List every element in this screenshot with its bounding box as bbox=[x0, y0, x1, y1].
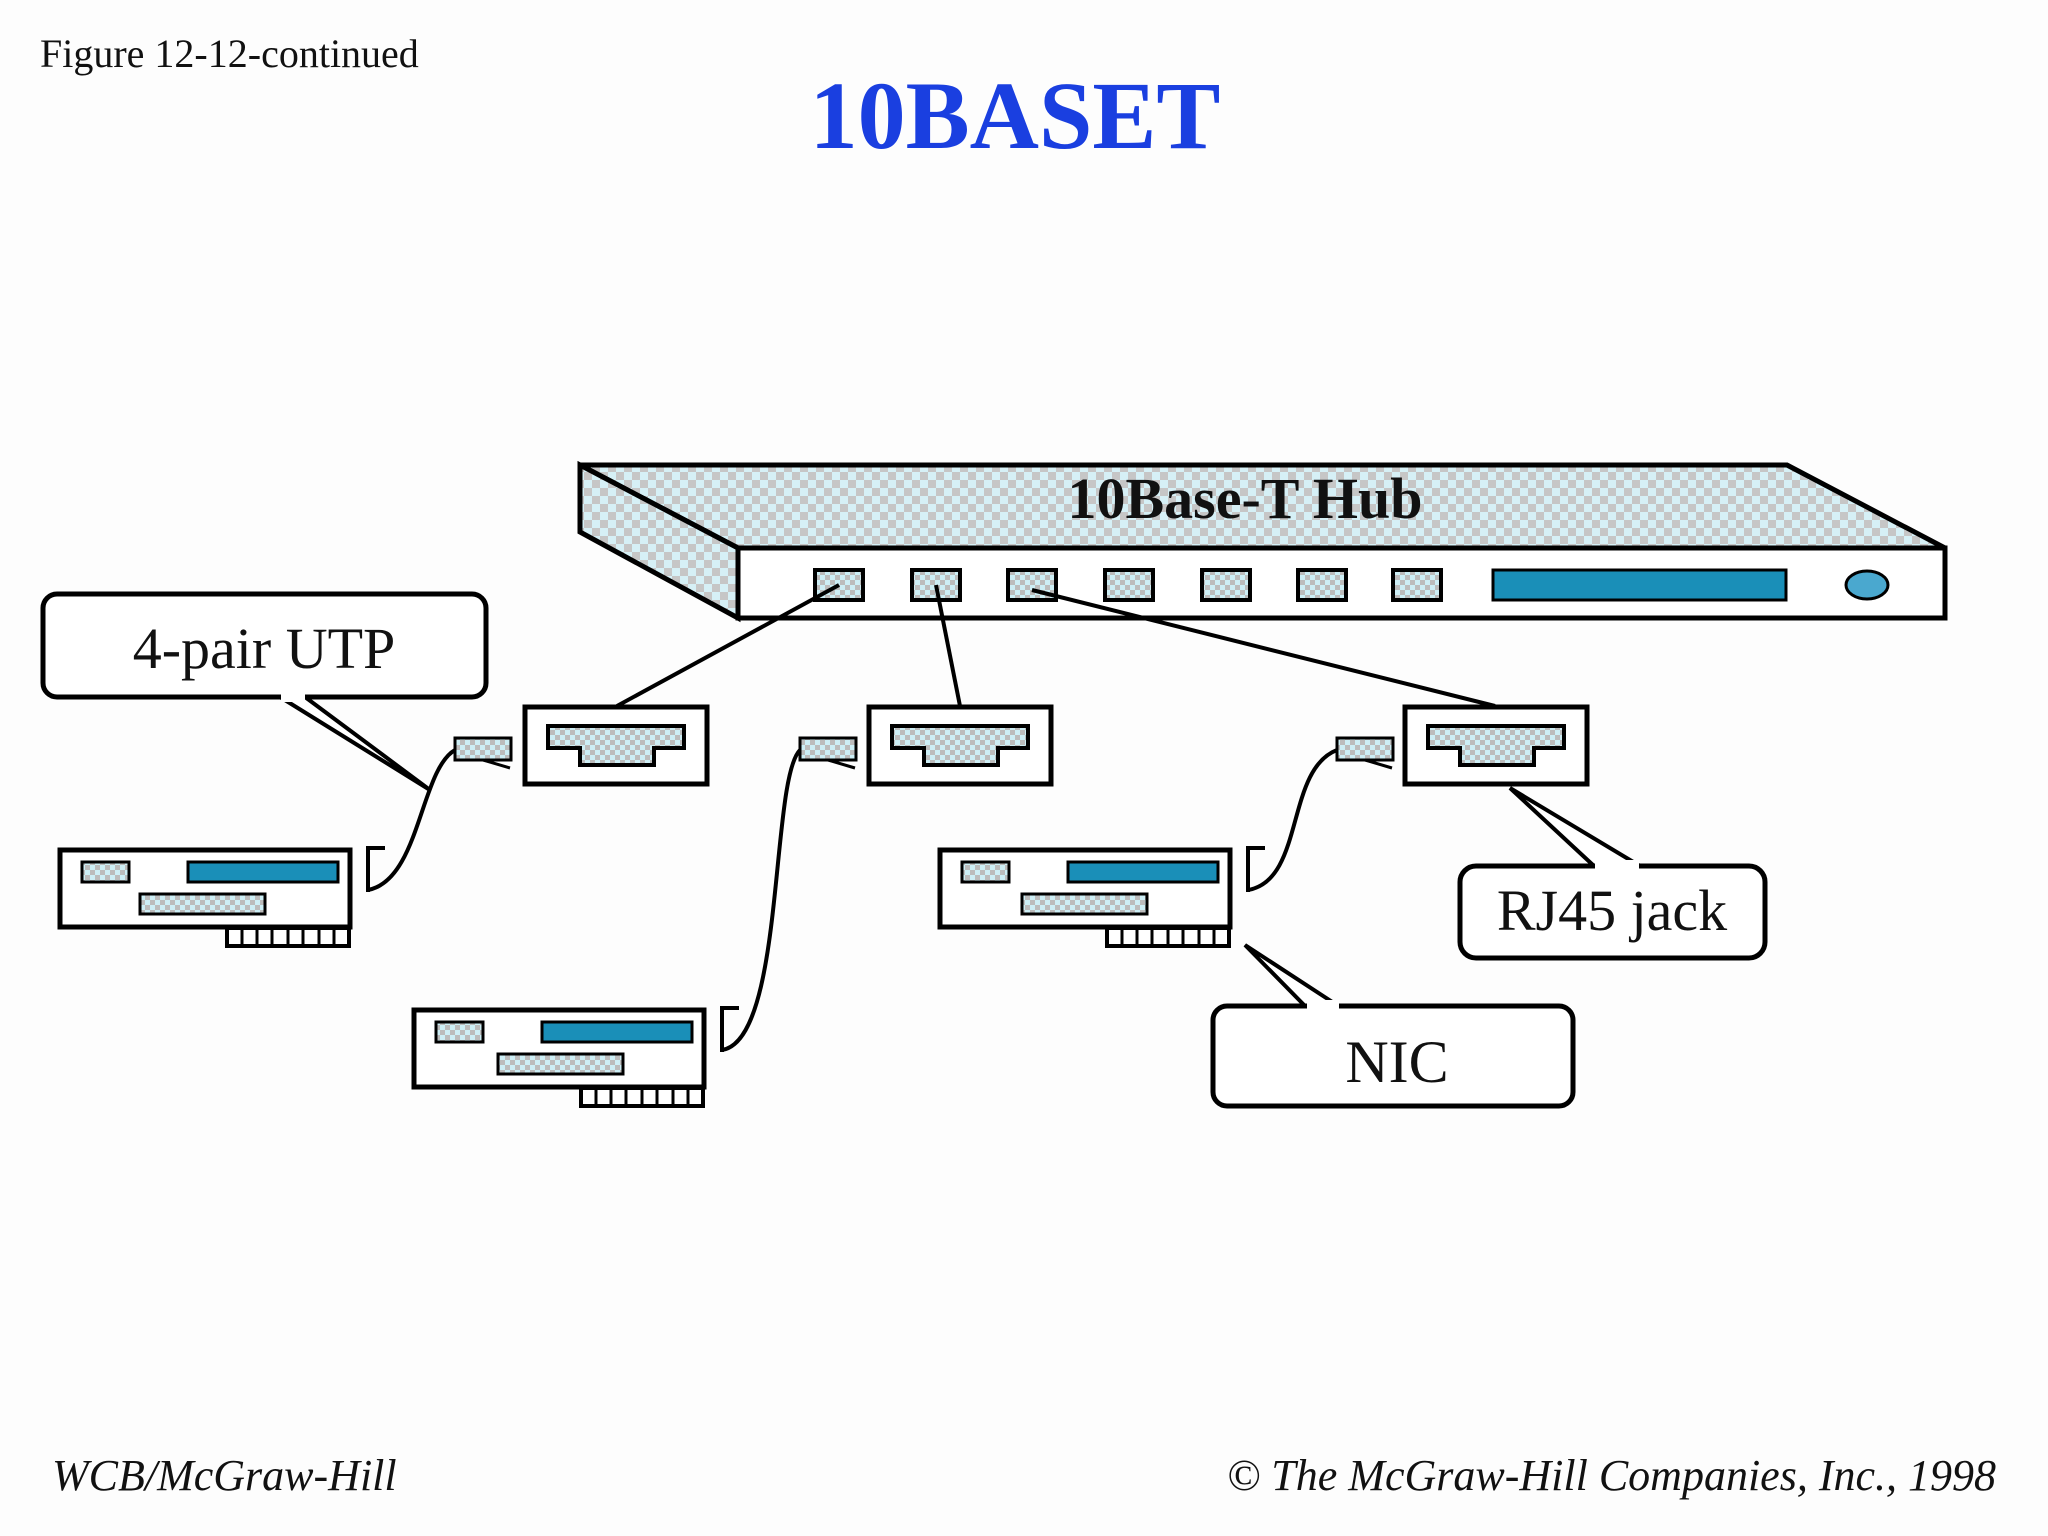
figure-caption: Figure 12-12-continued bbox=[40, 31, 419, 76]
rj45-jack-1 bbox=[522, 704, 710, 787]
nic-card-2 bbox=[411, 1006, 739, 1108]
patch-cables bbox=[367, 748, 1338, 1052]
hub: 10Base-T Hub bbox=[577, 460, 1948, 623]
cable-hub-jack-3 bbox=[1031, 588, 1496, 708]
rj45-jack-2 bbox=[866, 704, 1054, 787]
nic-card-3 bbox=[937, 846, 1265, 948]
cable-nic-1 bbox=[367, 748, 457, 892]
hub-led-bar bbox=[1491, 568, 1788, 602]
slide-title: 10BASET bbox=[809, 62, 1221, 169]
cable-hub-jack-2 bbox=[934, 584, 962, 707]
cable-hub-jack-1 bbox=[616, 583, 840, 708]
callout-rj45: RJ45 jack bbox=[1457, 786, 1768, 961]
nic-card-1 bbox=[57, 846, 385, 948]
rj45-plug bbox=[1335, 736, 1395, 762]
rj45-jack-3 bbox=[1402, 704, 1590, 787]
hub-ports bbox=[813, 568, 1443, 602]
hub-power-light bbox=[1844, 569, 1890, 601]
hub-port bbox=[1200, 568, 1252, 602]
callout-rj45-label: RJ45 jack bbox=[1497, 878, 1727, 943]
cable-nic-2 bbox=[721, 748, 802, 1052]
cable-nic-3 bbox=[1247, 748, 1338, 892]
callout-nic-label: NIC bbox=[1345, 1029, 1448, 1095]
callout-utp: 4-pair UTP bbox=[40, 591, 489, 792]
rj45-plug bbox=[798, 736, 858, 762]
callout-utp-label: 4-pair UTP bbox=[133, 616, 396, 681]
hub-port bbox=[1103, 568, 1155, 602]
rj45-plug bbox=[453, 736, 513, 762]
hub-label: 10Base-T Hub bbox=[1067, 466, 1422, 531]
hub-cables bbox=[616, 583, 1496, 708]
footer-copyright: © The McGraw-Hill Companies, Inc., 1998 bbox=[1226, 1451, 1996, 1500]
callout-nic: NIC bbox=[1210, 943, 1576, 1109]
rj45-plugs bbox=[453, 736, 1395, 770]
hub-port bbox=[1391, 568, 1443, 602]
hub-port bbox=[1296, 568, 1348, 602]
footer-publisher: WCB/McGraw-Hill bbox=[52, 1451, 397, 1500]
